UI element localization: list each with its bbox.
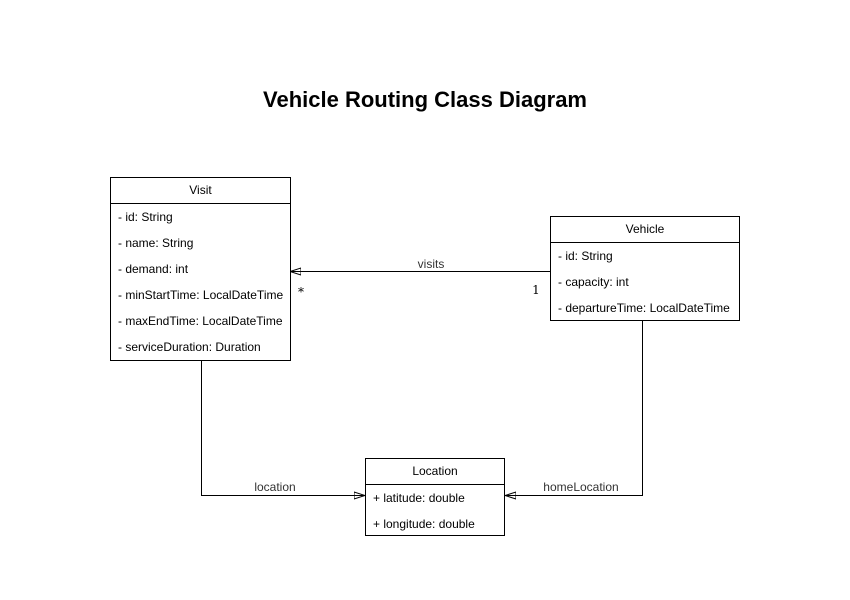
class-visit-attr-id: - id: String	[118, 210, 173, 224]
edge-label-homelocation: homeLocation	[541, 480, 621, 494]
edge-homelocation-line[interactable]	[505, 321, 643, 496]
class-location-attr-longitude: + longitude: double	[373, 517, 475, 531]
class-visit-attr-serviceduration: - serviceDuration: Duration	[118, 340, 261, 354]
class-vehicle-attr-id: - id: String	[558, 249, 613, 263]
class-location-attr-latitude: + latitude: double	[373, 491, 465, 505]
diagram-title: Vehicle Routing Class Diagram	[263, 87, 587, 112]
class-vehicle-name: Vehicle	[551, 217, 739, 243]
class-vehicle[interactable]: Vehicle - id: String - capacity: int - d…	[550, 216, 740, 321]
edge-label-visits: visits	[415, 257, 447, 271]
class-location[interactable]: Location + latitude: double + longitude:…	[365, 458, 505, 536]
edge-location-line[interactable]	[201, 360, 366, 496]
edge-label-location: location	[252, 480, 298, 494]
edge-visits-target-multiplicity: *	[298, 285, 304, 299]
class-visit-attr-demand: - demand: int	[118, 262, 189, 276]
class-visit-name: Visit	[111, 178, 290, 204]
class-visit[interactable]: Visit - id: String - name: String - dema…	[110, 177, 291, 361]
edge-visits-source-multiplicity: 1	[532, 283, 540, 297]
class-vehicle-attr-departuretime: - departureTime: LocalDateTime	[558, 301, 730, 315]
class-vehicle-attr-capacity: - capacity: int	[558, 275, 629, 289]
class-visit-attr-name: - name: String	[118, 236, 194, 250]
class-location-name: Location	[366, 459, 504, 485]
class-visit-attr-minstarttime: - minStartTime: LocalDateTime	[118, 288, 284, 302]
class-visit-attr-maxendtime: - maxEndTime: LocalDateTime	[118, 314, 283, 328]
